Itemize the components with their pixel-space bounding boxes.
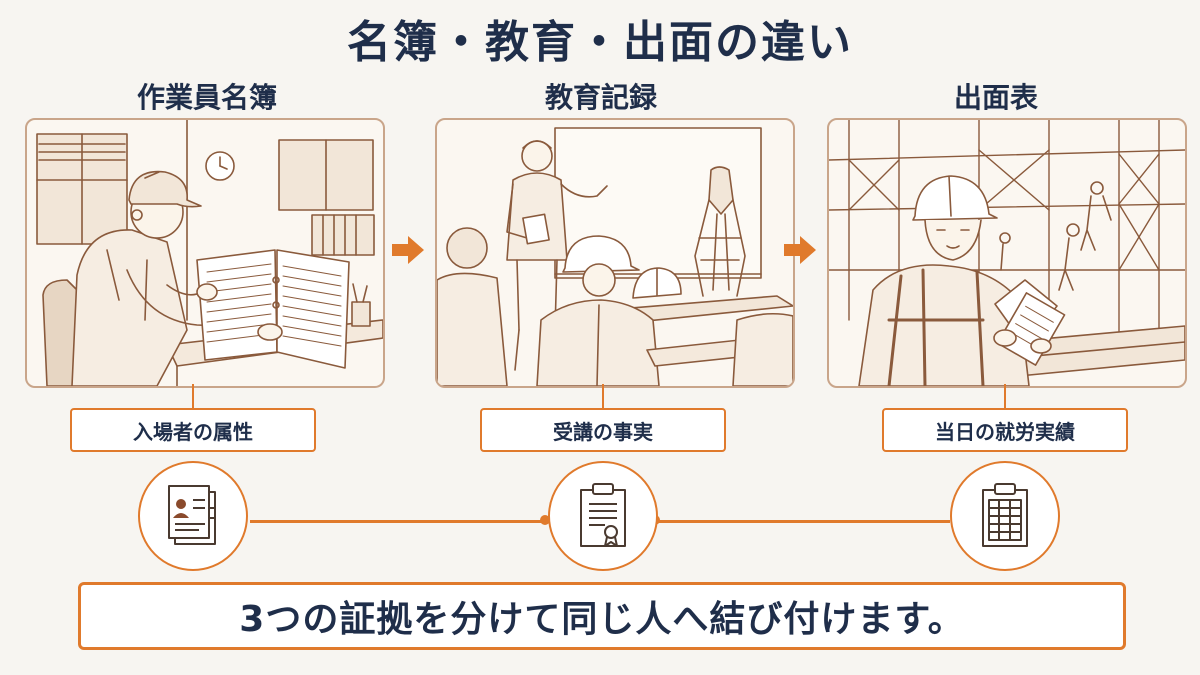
link-line — [250, 520, 550, 523]
connector-line — [602, 384, 604, 408]
column-heading-roster: 作業員名簿 — [136, 81, 277, 114]
arrow-right-icon — [784, 236, 816, 264]
table-clipboard-icon — [950, 461, 1060, 571]
attendance-illustration — [827, 118, 1187, 388]
connector-line — [1004, 384, 1006, 408]
id-document-icon — [138, 461, 248, 571]
roster-illustration — [25, 118, 385, 388]
column-heading-education: 教育記録 — [544, 81, 657, 114]
link-line — [656, 520, 950, 523]
label-daily-work: 当日の就労実績 — [882, 408, 1128, 452]
label-attribute: 入場者の属性 — [70, 408, 316, 452]
certificate-clipboard-icon — [548, 461, 658, 571]
label-attendance-fact: 受講の事実 — [480, 408, 726, 452]
education-illustration — [435, 118, 795, 388]
connector-line — [192, 384, 194, 408]
summary-banner: 3つの証拠を分けて同じ人へ結び付けます。 — [78, 582, 1126, 650]
page-title: 名簿・教育・出面の違い — [347, 17, 853, 68]
arrow-right-icon — [392, 236, 424, 264]
link-dot — [540, 515, 550, 525]
column-heading-attendance: 出面表 — [953, 81, 1038, 114]
